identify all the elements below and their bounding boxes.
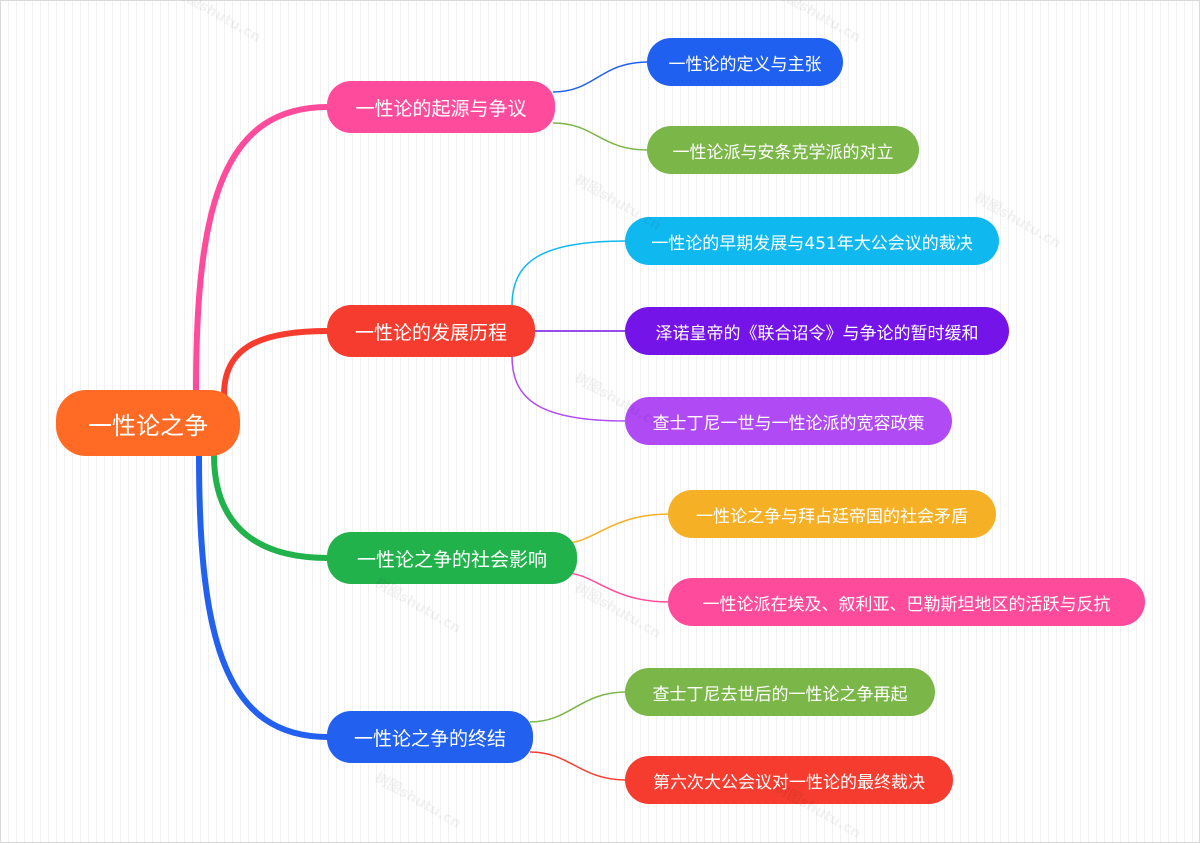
leaf-topic-regional-resistance[interactable]: 一性论派在埃及、叙利亚、巴勒斯坦地区的活跃与反抗 (668, 578, 1145, 626)
connector-root-branch-3 (211, 452, 331, 561)
leaf-topic-definition[interactable]: 一性论的定义与主张 (647, 38, 843, 86)
branch-topic-social-impact[interactable]: 一性论之争的社会影响 (327, 532, 577, 584)
leaf-topic-sixth-council[interactable]: 第六次大公会议对一性论的最终裁决 (625, 756, 953, 804)
connector-branch-1-leaf-2 (552, 122, 649, 151)
leaf-topic-justinian-tolerance[interactable]: 查士丁尼一世与一性论派的宽容政策 (625, 397, 952, 445)
leaf-topic-early-development[interactable]: 一性论的早期发展与451年大公会议的裁决 (625, 217, 999, 265)
connector-root-branch-2 (221, 328, 331, 398)
leaf-topic-revival[interactable]: 查士丁尼去世后的一性论之争再起 (625, 668, 935, 716)
connector-branch-1-leaf-1 (552, 61, 649, 93)
connector-branch-4-leaf-1 (529, 691, 627, 723)
leaf-topic-social-conflict[interactable]: 一性论之争与拜占廷帝国的社会矛盾 (668, 490, 996, 538)
branch-topic-origin[interactable]: 一性论的起源与争议 (327, 81, 555, 133)
root-topic[interactable]: 一性论之争 (56, 390, 240, 456)
connector-root-branch-1 (193, 104, 331, 393)
connector-branch-2-leaf-1 (511, 240, 627, 307)
leaf-topic-henotikon[interactable]: 泽诺皇帝的《联合诏令》与争论的暂时缓和 (625, 307, 1009, 355)
connector-root-branch-4 (196, 452, 331, 740)
branch-topic-development[interactable]: 一性论的发展历程 (327, 305, 535, 357)
connector-branch-2-leaf-3 (511, 355, 627, 422)
branch-topic-conclusion[interactable]: 一性论之争的终结 (327, 711, 533, 763)
connector-branch-4-leaf-2 (529, 751, 627, 781)
connector-branch-3-leaf-2 (564, 572, 671, 603)
leaf-topic-antioch-opposition[interactable]: 一性论派与安条克学派的对立 (647, 126, 919, 174)
connector-branch-3-leaf-1 (564, 513, 671, 544)
